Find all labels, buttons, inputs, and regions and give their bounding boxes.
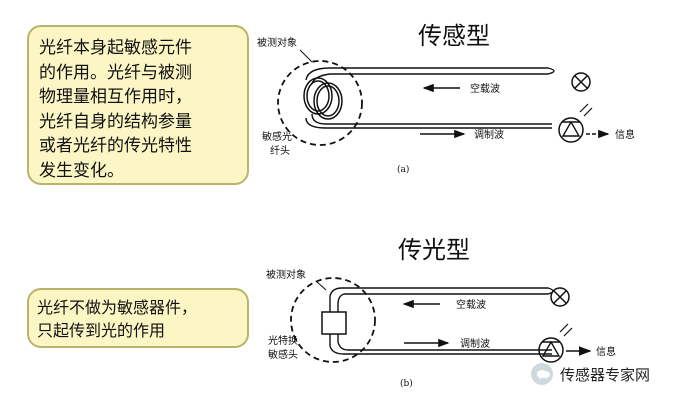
label-measured-object-b: 被测对象 (266, 268, 306, 281)
title-transmission-type: 传光型 (398, 236, 470, 264)
wechat-icon (531, 363, 553, 385)
label-information-b: 信息 (596, 345, 616, 358)
callout-line: 或者光纤的传光特性 (39, 136, 192, 156)
fiber-coil (303, 77, 343, 120)
figure-caption-a: (a) (397, 164, 409, 175)
fiber-upper (305, 67, 555, 85)
callout-line: 光纤不做为敏感器件， (37, 298, 198, 317)
title-sensing-type: 传感型 (418, 22, 490, 50)
figure-caption-b: (b) (400, 378, 413, 389)
callout-line: 光纤本身起敏感元件 (39, 38, 192, 58)
callout-line: 发生变化。 (39, 160, 124, 181)
measured-region-circle-b (290, 277, 376, 363)
callout-sensing-type: 光纤本身起敏感元件 的作用。光纤与被测 物理量相互作用时， 光纤自身的结构参量 … (27, 25, 249, 185)
label-sensing-fiber-head: 敏感光 (262, 130, 292, 143)
photodetector-icon (558, 103, 593, 143)
label-information: 信息 (615, 128, 635, 141)
fiber-lower-b (329, 334, 552, 355)
watermark: 传感器专家网 (530, 362, 650, 386)
callout-line: 光纤自身的结构参量 (39, 111, 192, 132)
panel-a-diagram: 被测对象 敏感光 纤头 空载波 调制波 信息 (a) (257, 36, 635, 175)
light-source-icon (571, 72, 591, 92)
fiber-lower (305, 113, 552, 129)
callout-transmission-type: 光纤不做为敏感器件， 只起传到光的作用 (27, 288, 249, 348)
label-modulated-wave: 调制波 (474, 128, 504, 141)
label-light-converting-head: 光特换 (268, 334, 298, 347)
callout-line: 只起传到光的作用 (37, 321, 166, 340)
label-modulated-wave-b: 调制波 (460, 337, 490, 350)
label-light-converting-head-2: 敏感头 (268, 348, 298, 361)
label-carrier-wave: 空载波 (470, 82, 500, 95)
callout-line: 物理量相互作用时， (39, 87, 192, 107)
callout-line: 的作用。光纤与被测 (39, 62, 192, 83)
watermark-text: 传感器专家网 (560, 365, 651, 384)
photodetector-icon-b (538, 323, 573, 363)
label-sensing-fiber-head-2: 纤头 (270, 144, 290, 157)
label-carrier-wave-b: 空载波 (456, 298, 486, 311)
label-measured-object: 被测对象 (257, 36, 297, 49)
panel-b-diagram: 被测对象 光特换 敏感头 空载波 调制波 信息 (b) (266, 268, 616, 389)
transducer-box (321, 311, 347, 335)
measured-region-circle (277, 60, 363, 146)
light-source-icon-b (550, 287, 570, 307)
